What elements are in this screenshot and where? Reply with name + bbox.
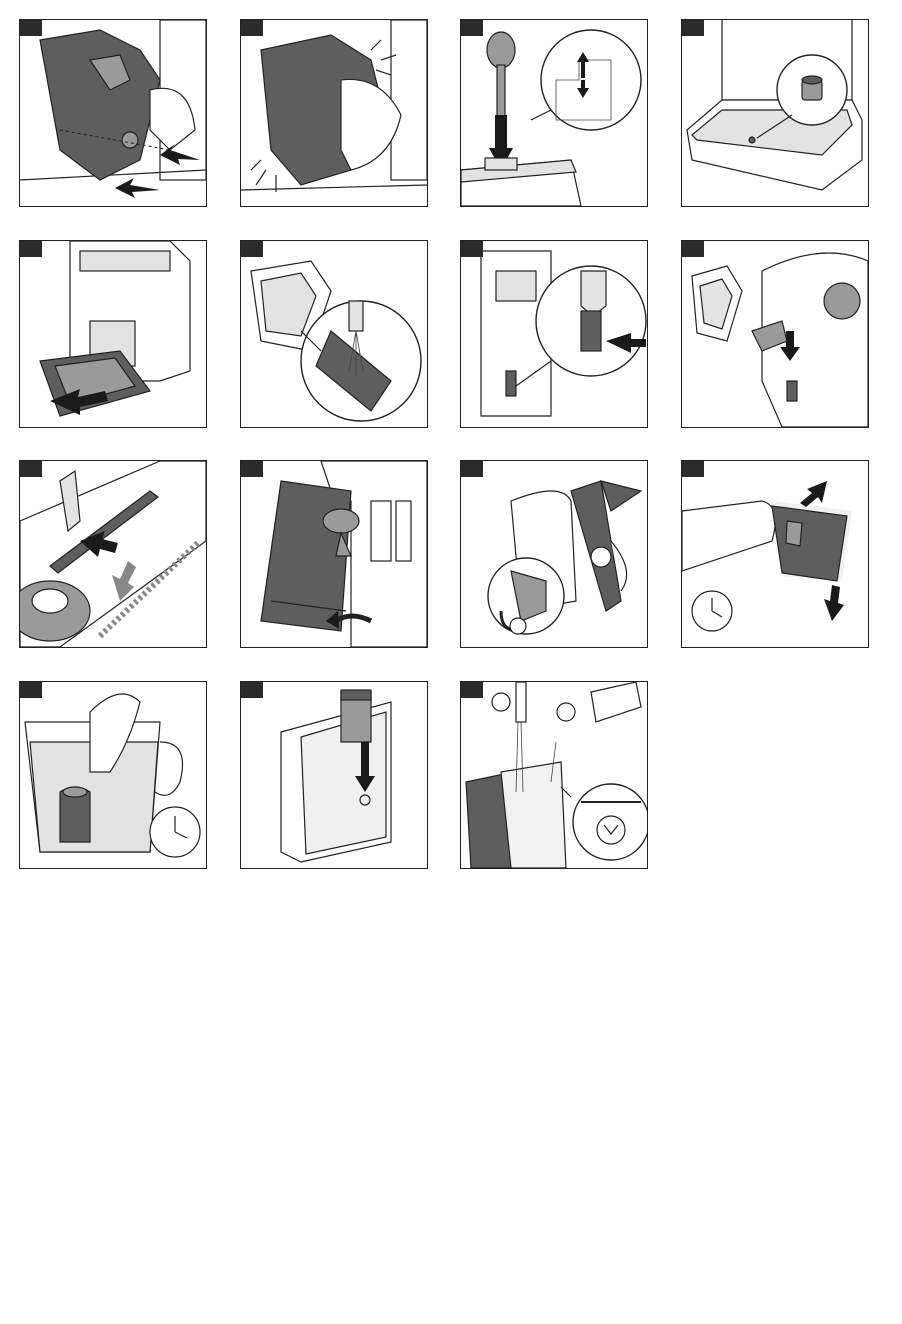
step-badge (20, 461, 42, 477)
step-badge (461, 20, 483, 36)
shake-filter-illustration (682, 461, 868, 647)
step-badge (20, 20, 42, 36)
lubricate-piston-illustration (682, 241, 868, 427)
panel-5 (19, 240, 207, 428)
fill-tank-descaler-illustration (461, 682, 647, 868)
panel-2 (240, 19, 428, 207)
step-badge (682, 20, 704, 36)
step-badge (241, 241, 263, 257)
step-badge (241, 461, 263, 477)
lubricate-rail-illustration (461, 241, 647, 427)
brew-group-insert-illustration (20, 20, 206, 206)
panel-3 (460, 19, 648, 207)
panel-7 (460, 240, 648, 428)
insert-filter-tank-illustration (241, 682, 427, 868)
panel-1 (19, 19, 207, 207)
soak-filter-jug-illustration (20, 682, 206, 868)
step-badge (461, 682, 483, 698)
panel-15 (460, 681, 648, 869)
step-badge (241, 20, 263, 36)
panel-12 (681, 460, 869, 648)
step-badge (20, 682, 42, 698)
panel-6 (240, 240, 428, 428)
grease-guide-illustration (20, 461, 206, 647)
panel-13 (19, 681, 207, 869)
step-badge (682, 241, 704, 257)
panel-8 (681, 240, 869, 428)
panel-4 (681, 19, 869, 207)
step-badge (241, 682, 263, 698)
step-badge (461, 241, 483, 257)
step-badge (682, 461, 704, 477)
panel-11 (460, 460, 648, 648)
milk-carafe-clean-illustration (461, 461, 647, 647)
panel-10 (240, 460, 428, 648)
water-tank-attach-illustration (241, 461, 427, 647)
step-badge (20, 241, 42, 257)
spoon-ground-coffee-illustration (461, 20, 647, 206)
panel-14 (240, 681, 428, 869)
panel-9 (19, 460, 207, 648)
drip-tray-remove-illustration (20, 241, 206, 427)
drip-tray-indicator-illustration (682, 20, 868, 206)
brew-group-click-illustration (241, 20, 427, 206)
rinse-brew-group-illustration (241, 241, 427, 427)
step-badge (461, 461, 483, 477)
